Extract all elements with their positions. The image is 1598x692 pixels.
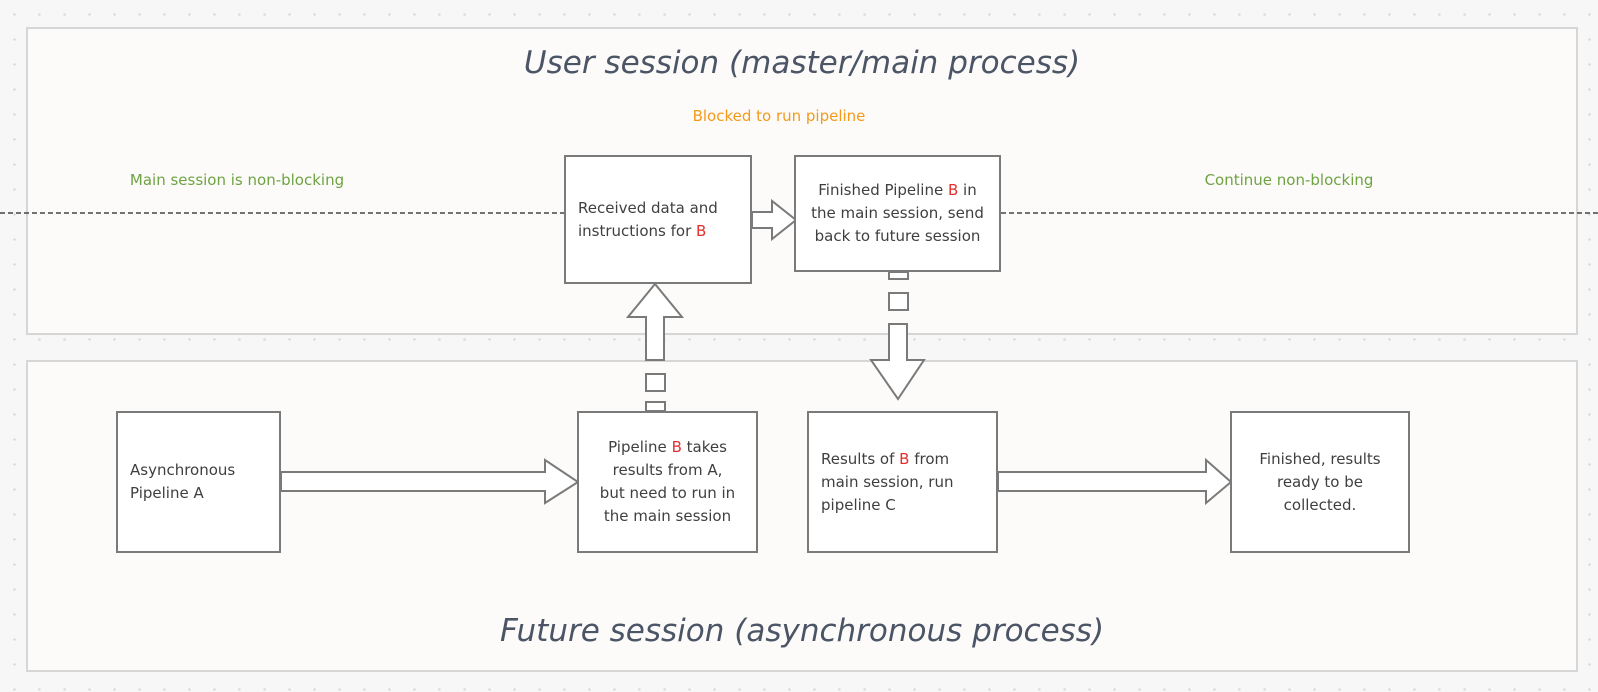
finished-b-line1-suffix: in <box>958 181 977 199</box>
user-session-title: User session (master/main process) <box>523 45 1081 81</box>
results-b-highlight: B <box>899 449 910 468</box>
continue-non-blocking-note: Continue non-blocking <box>1204 171 1374 189</box>
finished-b-line2: the main session, send <box>811 204 984 222</box>
async-pipeline-a-box: Asynchronous Pipeline A <box>116 411 281 553</box>
finished-results-box: Finished, results ready to be collected. <box>1230 411 1410 553</box>
received-line1: Received data and <box>578 198 718 217</box>
async-a-line2: Pipeline A <box>130 484 204 502</box>
finished-pipeline-b-box: Finished Pipeline B in the main session,… <box>794 155 1001 272</box>
pipeline-b-line4: the main session <box>603 507 732 525</box>
main-non-blocking-note: Main session is non-blocking <box>129 171 345 189</box>
finished-b-line3: back to future session <box>814 227 981 245</box>
pipeline-b-box: Pipeline B takes results from A, but nee… <box>577 411 758 553</box>
pipeline-b-line1-suffix: takes <box>681 438 727 456</box>
results-b-line1-prefix: Results of <box>821 449 900 468</box>
pipeline-b-line3: but need to run in <box>599 484 736 502</box>
received-highlight-b: B <box>696 221 707 240</box>
finished-results-line2: ready to be <box>1276 472 1363 491</box>
received-data-box: Received data and instructions for B <box>564 155 752 284</box>
pipeline-b-line2: results from A, <box>612 461 723 479</box>
finished-results-line3: collected. <box>1283 495 1357 514</box>
received-line2: instructions for <box>578 221 697 240</box>
pipeline-b-line1-prefix: Pipeline <box>608 438 672 456</box>
results-b-line3: pipeline C <box>821 495 896 514</box>
results-b-line1-suffix: from <box>909 449 950 468</box>
blocked-note: Blocked to run pipeline <box>692 107 866 125</box>
async-a-line1: Asynchronous <box>130 461 236 479</box>
results-of-b-box: Results of B from main session, run pipe… <box>807 411 998 553</box>
pipeline-b-highlight: B <box>671 438 682 456</box>
finished-results-line1: Finished, results <box>1259 449 1381 468</box>
results-b-line2: main session, run <box>821 472 954 491</box>
future-session-title: Future session (asynchronous process) <box>499 613 1105 649</box>
finished-b-highlight: B <box>947 181 959 199</box>
finished-b-line1-prefix: Finished Pipeline <box>818 181 948 199</box>
